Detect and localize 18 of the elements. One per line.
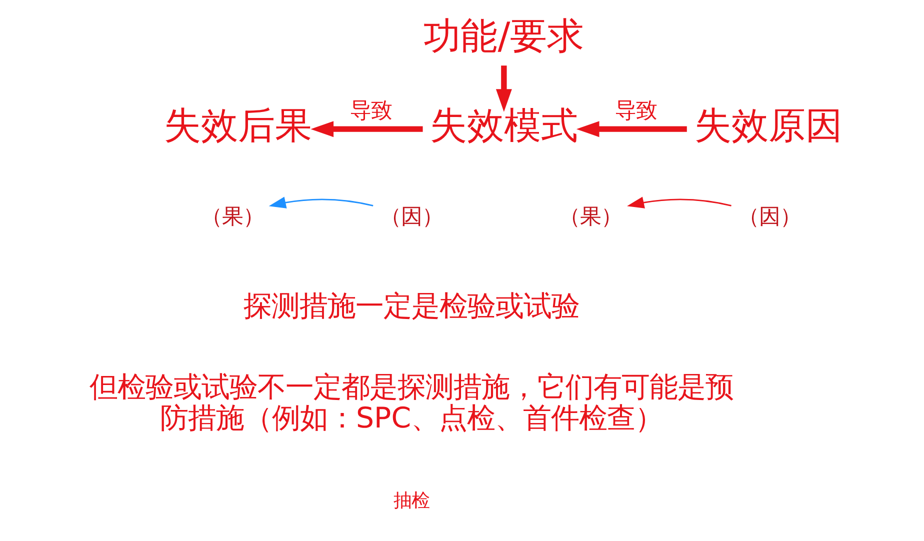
edge-label: 导致: [350, 98, 392, 124]
arrow: [576, 121, 687, 138]
arrow: [627, 196, 732, 208]
node-text: 失效原因: [694, 104, 842, 148]
node-text: （因）: [380, 204, 444, 230]
arrow: [268, 196, 374, 208]
label: 探测措施一定是检验或试验: [244, 289, 580, 322]
node-text: 失效模式: [430, 104, 578, 148]
node-text: 功能/要求: [424, 14, 584, 58]
node-text: （果）: [559, 204, 622, 230]
arrow: [310, 121, 423, 138]
arrow: [496, 66, 512, 112]
label: 抽检: [394, 490, 430, 512]
node-text: （果）: [200, 204, 264, 230]
label: 但检验或试验不一定都是探测措施，它们有可能是预防措施（例如：SPC、点检、首件检查）: [90, 370, 734, 435]
edge-label: 导致: [615, 98, 658, 124]
node-text: 失效后果: [164, 104, 312, 148]
node-text: （因）: [738, 204, 802, 230]
